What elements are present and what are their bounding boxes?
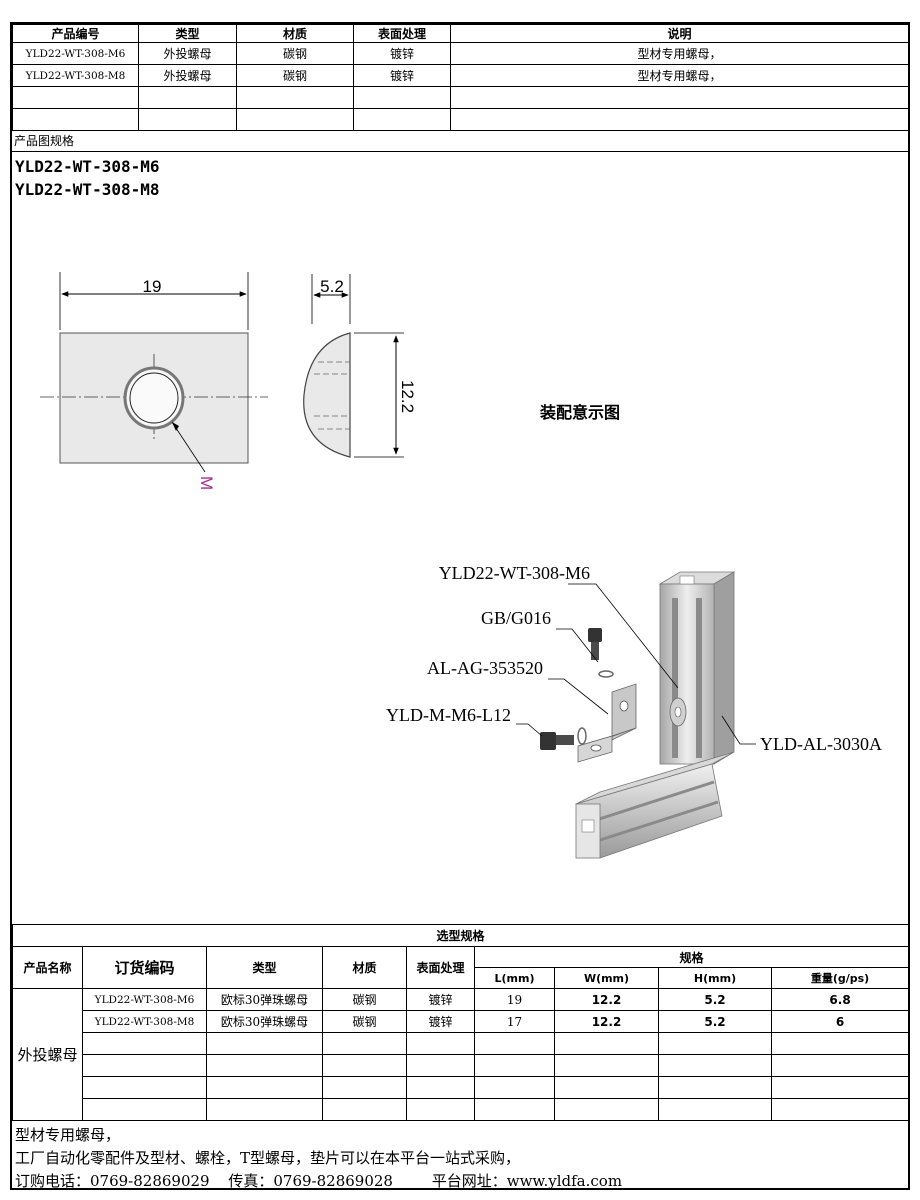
callout-screw: YLD-M-M6-L12	[386, 705, 511, 725]
footer-site: 平台网址：www.yldfa.com	[431, 1172, 623, 1190]
cell-material: 碳钢	[322, 988, 407, 1011]
cell-material: 碳钢	[322, 1010, 407, 1033]
footer-line2: 工厂自动化零配件及型材、螺栓，T型螺母，垫片可以在本平台一站式采购，	[15, 1149, 521, 1167]
model-code: YLD22-WT-308-M8	[15, 180, 160, 199]
table-row-empty	[13, 1076, 910, 1099]
cell-H: 5.2	[658, 988, 772, 1011]
assembly-title: 装配意示图	[540, 403, 621, 422]
cell-H: 5.2	[658, 1010, 772, 1033]
section-label: 产品图规格	[14, 134, 75, 148]
cell-W: 12.2	[554, 1010, 659, 1033]
divider	[12, 151, 908, 152]
cell-weight: 6.8	[770, 988, 910, 1011]
dim-thread: M	[197, 476, 216, 490]
table-row-empty	[12, 108, 909, 131]
nut-front-view	[40, 272, 268, 473]
callout-screw-gb: GB/G016	[481, 608, 551, 628]
table-row: YLD22-WT-308-M6 外投螺母 碳钢 镀锌 型材专用螺母，	[12, 42, 909, 65]
cell-finish: 镀锌	[406, 1010, 475, 1033]
cell-material: 碳钢	[236, 64, 354, 87]
header-L: L(mm)	[474, 967, 555, 989]
footer: 型材专用螺母， 工厂自动化零配件及型材、螺栓，T型螺母，垫片可以在本平台一站式采…	[15, 1124, 622, 1193]
cell-L: 19	[474, 988, 555, 1011]
selection-title: 选型规格	[11, 924, 910, 947]
header-name: 产品名称	[12, 946, 83, 989]
header-spec-group: 规格	[473, 946, 910, 968]
product-table: 产品编号 类型 材质 表面处理 说明 YLD22-WT-308-M6 外投螺母 …	[12, 24, 909, 131]
table-row-empty	[13, 1098, 910, 1121]
header-W: W(mm)	[554, 967, 659, 989]
cell-finish: 镀锌	[406, 988, 475, 1011]
selection-table: 选型规格 产品名称 订货编码 类型 材质 表面处理 规格 L(mm) W(mm)…	[11, 924, 910, 1121]
table-row-empty	[12, 86, 909, 109]
cell-L: 17	[474, 1010, 555, 1033]
callout-profile: YLD-AL-3030A	[760, 734, 882, 754]
dim-width: 12.2	[398, 380, 417, 413]
table-row: 外投螺母 YLD22-WT-308-M6 欧标30弹珠螺母 碳钢 镀锌 19 1…	[12, 988, 910, 1121]
dim-length: 19	[143, 277, 162, 296]
footer-contact: 订购电话：0769-82869029 传真：0769-82869028 平台网址…	[15, 1170, 622, 1193]
footer-line1: 型材专用螺母，	[15, 1126, 121, 1144]
model-code: YLD22-WT-308-M6	[15, 157, 160, 176]
header-type: 类型	[206, 946, 323, 989]
footer-fax: 传真：0769-82869028	[228, 1172, 393, 1190]
header-finish: 表面处理	[406, 946, 475, 989]
table-row-empty	[13, 1032, 910, 1055]
cell-code: YLD22-WT-308-M8	[82, 1010, 207, 1033]
callout-bracket: AL-AG-353520	[427, 658, 543, 678]
cell-code: YLD22-WT-308-M6	[82, 988, 207, 1011]
product-table-header: 产品编号 类型 材质 表面处理 说明	[12, 24, 909, 43]
cell-type: 欧标30弹珠螺母	[206, 988, 323, 1011]
cell-type: 欧标30弹珠螺母	[206, 1010, 323, 1033]
table-row: YLD22-WT-308-M8 外投螺母 碳钢 镀锌 型材专用螺母，	[12, 64, 909, 87]
header-weight: 重量(g/ps)	[770, 967, 910, 989]
spec-sheet: 产品编号 类型 材质 表面处理 说明 YLD22-WT-308-M6 外投螺母 …	[10, 22, 910, 1190]
cell-W: 12.2	[554, 988, 659, 1011]
assembly-illustration	[516, 571, 756, 859]
nut-side-view	[303, 274, 404, 458]
cell-weight: 6	[770, 1010, 910, 1033]
header-H: H(mm)	[658, 967, 772, 989]
technical-drawing: 19 M 5.2 12.2	[40, 272, 882, 859]
header-order-code: 订货编码	[82, 946, 207, 989]
model-list: YLD22-WT-308-M6 YLD22-WT-308-M8	[15, 155, 160, 201]
table-row-empty	[13, 1054, 910, 1077]
callout-nut: YLD22-WT-308-M6	[439, 563, 590, 583]
dim-thickness: 5.2	[320, 277, 344, 296]
cell-code: YLD22-WT-308-M6	[12, 42, 139, 65]
table-row: YLD22-WT-308-M8 欧标30弹珠螺母 碳钢 镀锌 17 12.2 5…	[13, 1010, 910, 1033]
header-material: 材质	[322, 946, 407, 989]
product-name-cell: 外投螺母	[12, 988, 83, 1121]
footer-phone: 订购电话：0769-82869029	[15, 1172, 210, 1190]
